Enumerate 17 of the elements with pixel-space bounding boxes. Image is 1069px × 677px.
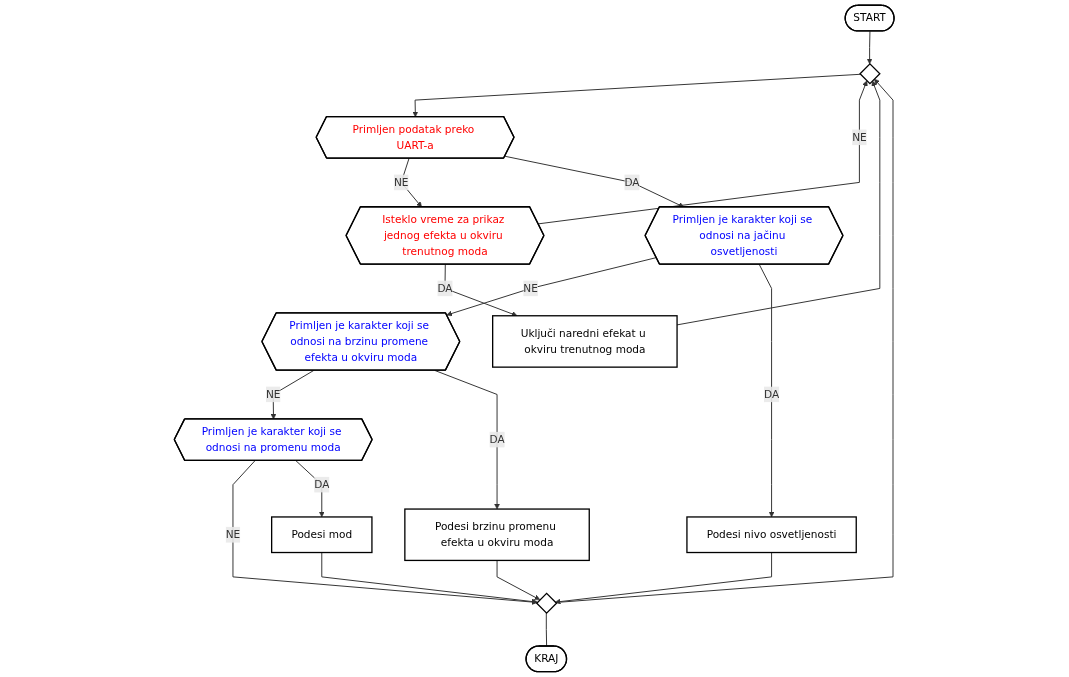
edge-label: DA (314, 478, 330, 491)
edge-label: DA (489, 432, 505, 446)
node-box: Uključi naredni efekat u okviru trenutnog moda (492, 315, 679, 368)
node-box: Podesi brzinu promenu efekta u okviru moda (404, 508, 591, 562)
edge-label: NE (226, 528, 241, 541)
node-diamond (859, 62, 882, 85)
edge-label: DA (624, 175, 640, 189)
edge-label: NE (394, 175, 409, 189)
edge-label: NE (523, 281, 539, 295)
node-box: Podesi nivo osvetljenosti (686, 516, 858, 554)
node-box: Podesi mod (271, 516, 373, 554)
edge-label: DA (764, 387, 780, 401)
edge-label: NE (266, 387, 281, 401)
node-diamond (536, 592, 558, 615)
edge-label: DA (437, 281, 453, 295)
connector (546, 612, 548, 647)
edge-label: NE (852, 130, 868, 144)
